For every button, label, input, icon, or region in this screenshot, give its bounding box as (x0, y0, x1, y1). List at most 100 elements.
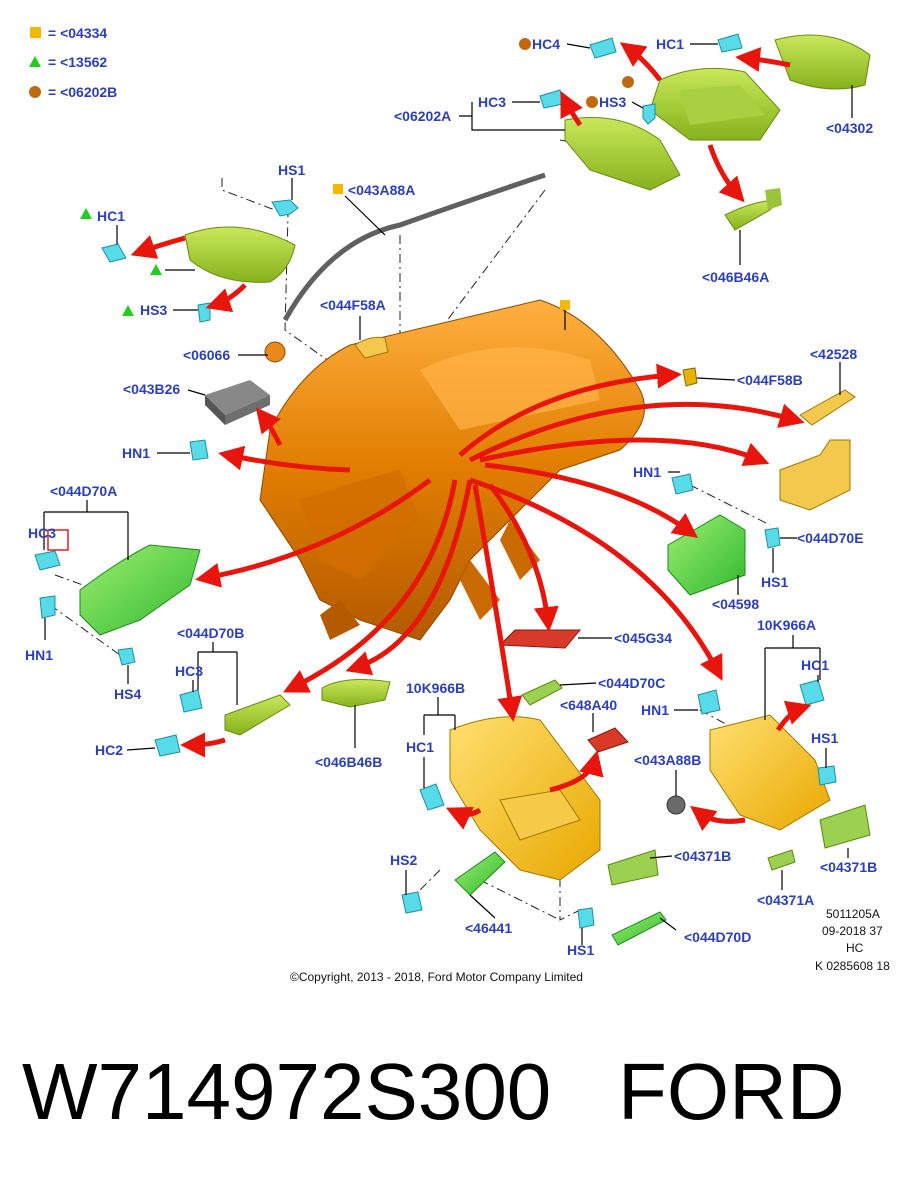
clip-hc3-mid-icon (179, 689, 203, 713)
screw-hs2-icon (401, 891, 423, 914)
label-04371b-mid: <04371B (674, 848, 731, 864)
label-043a88a: <043A88A (348, 182, 415, 198)
cluster-parts (564, 34, 871, 231)
label-043b26: <043B26 (123, 381, 180, 397)
bracket-044f58b (682, 367, 698, 387)
part-46441 (454, 851, 506, 896)
bracket-044f58a (354, 336, 389, 359)
label-hn1-right: HN1 (633, 464, 661, 480)
bracket-044d70e (779, 439, 851, 511)
label-hs3-left: HS3 (140, 302, 167, 318)
clip-hc1-left-icon (101, 243, 127, 263)
marker-circle-icon (586, 96, 598, 108)
label-hn1-mid: HN1 (641, 702, 669, 718)
label-46441: <46441 (465, 920, 512, 936)
label-hc4: HC4 (532, 36, 560, 52)
marker-circle-icon (622, 76, 634, 88)
label-hc2: HC2 (95, 742, 123, 758)
label-hc1-right: HC1 (801, 657, 829, 673)
highlight-box (47, 529, 69, 551)
clip-hc1-mid-icon (419, 783, 445, 811)
screw-hs1-right-icon (764, 527, 781, 549)
label-hs2: HS2 (390, 852, 417, 868)
label-045g34: <045G34 (614, 630, 672, 646)
clip-hc1-right-icon (799, 679, 825, 706)
label-42528: <42528 (810, 346, 857, 362)
screw-hs3-icon (642, 103, 656, 125)
clip-hc3-icon (539, 89, 564, 109)
copyright-text: ©Copyright, 2013 - 2018, Ford Motor Comp… (290, 970, 583, 984)
label-04598: <04598 (712, 596, 759, 612)
clip-hn1-right-icon (671, 473, 694, 495)
screw-hs4-icon (117, 647, 136, 666)
clip-hn1-lower-icon (39, 595, 56, 619)
label-10k966b: 10K966B (406, 680, 465, 696)
label-hc1-top: HC1 (656, 36, 684, 52)
explode-arrows (130, 42, 812, 832)
knob-043a88b (666, 795, 686, 815)
clip-hn1-mid-icon (697, 689, 721, 715)
label-044f58a: <044F58A (320, 297, 386, 313)
label-hs1-left: HS1 (278, 162, 305, 178)
clip-hc1-icon (717, 33, 743, 53)
clips (34, 33, 837, 929)
bar-42528 (799, 389, 856, 426)
ref-code-1: 5011205A (826, 907, 880, 921)
marker-circle-icon (519, 38, 531, 50)
legend-item-3: = <06202B (48, 84, 117, 100)
screw-hs1-mid-icon (817, 765, 837, 786)
label-044d70c: <044D70C (598, 675, 665, 691)
label-hn1-lower: HN1 (25, 647, 53, 663)
label-044d70d: <044D70D (684, 929, 751, 945)
legend-item-2: = <13562 (48, 54, 107, 70)
ref-code-2: 09-2018 37 (822, 924, 883, 938)
screw-hs1-icon (271, 199, 299, 217)
part-044d70d (611, 911, 667, 946)
exploded-parts-diagram: = <04334 = <13562 = <06202B (25, 25, 890, 984)
label-648a40: <648A40 (560, 697, 617, 713)
screw-hs3-left-icon (197, 302, 211, 323)
strip-044d70c (521, 679, 563, 706)
label-hs1-bottom: HS1 (567, 942, 594, 958)
bar-04371b-mid (607, 849, 659, 886)
bar-04371a (767, 849, 796, 871)
part-648a40 (587, 727, 629, 753)
part-number-caption: W714972S300 FORD (22, 1047, 845, 1136)
module-043b26 (205, 380, 270, 425)
legend: = <04334 = <13562 = <06202B (29, 25, 117, 100)
left-cluster-pod (184, 226, 296, 283)
label-044f58b: <044F58B (737, 372, 803, 388)
label-046b46b: <046B46B (315, 754, 382, 770)
legend-triangle-icon (29, 56, 41, 67)
label-04371a: <04371A (757, 892, 814, 908)
label-10k966a: 10K966A (757, 617, 816, 633)
marker-triangle-icon (150, 264, 162, 275)
label-06202a: <06202A (394, 108, 451, 124)
label-hc1-mid: HC1 (406, 739, 434, 755)
marker-square-icon (333, 184, 343, 194)
ref-code-4: K 0285608 18 (815, 959, 890, 973)
legend-item-1: = <04334 (48, 25, 107, 41)
clip-hc3-left-icon (34, 550, 61, 571)
screw-hs1-bottom-icon (577, 907, 595, 929)
label-hc3-mid: HC3 (175, 663, 203, 679)
marker-square-icon (560, 300, 570, 310)
plate-045g34 (498, 629, 582, 649)
marker-triangle-icon (122, 305, 134, 316)
label-hc1-left: HC1 (97, 208, 125, 224)
legend-square-icon (30, 27, 41, 38)
label-hs3-top: HS3 (599, 94, 626, 110)
part-044d70b (224, 694, 291, 736)
label-046b46a: <046B46A (702, 269, 769, 285)
console-10k966a (709, 714, 831, 831)
marker-triangle-icon (80, 208, 92, 219)
label-hc3-top: HC3 (478, 94, 506, 110)
knob (264, 341, 286, 363)
legend-circle-icon (29, 86, 41, 98)
label-hs4: HS4 (114, 686, 141, 702)
label-hs1-mid: HS1 (811, 730, 838, 746)
label-hs1-right: HS1 (761, 574, 788, 590)
part-046b46b (321, 679, 391, 708)
label-hn1-left: HN1 (122, 445, 150, 461)
